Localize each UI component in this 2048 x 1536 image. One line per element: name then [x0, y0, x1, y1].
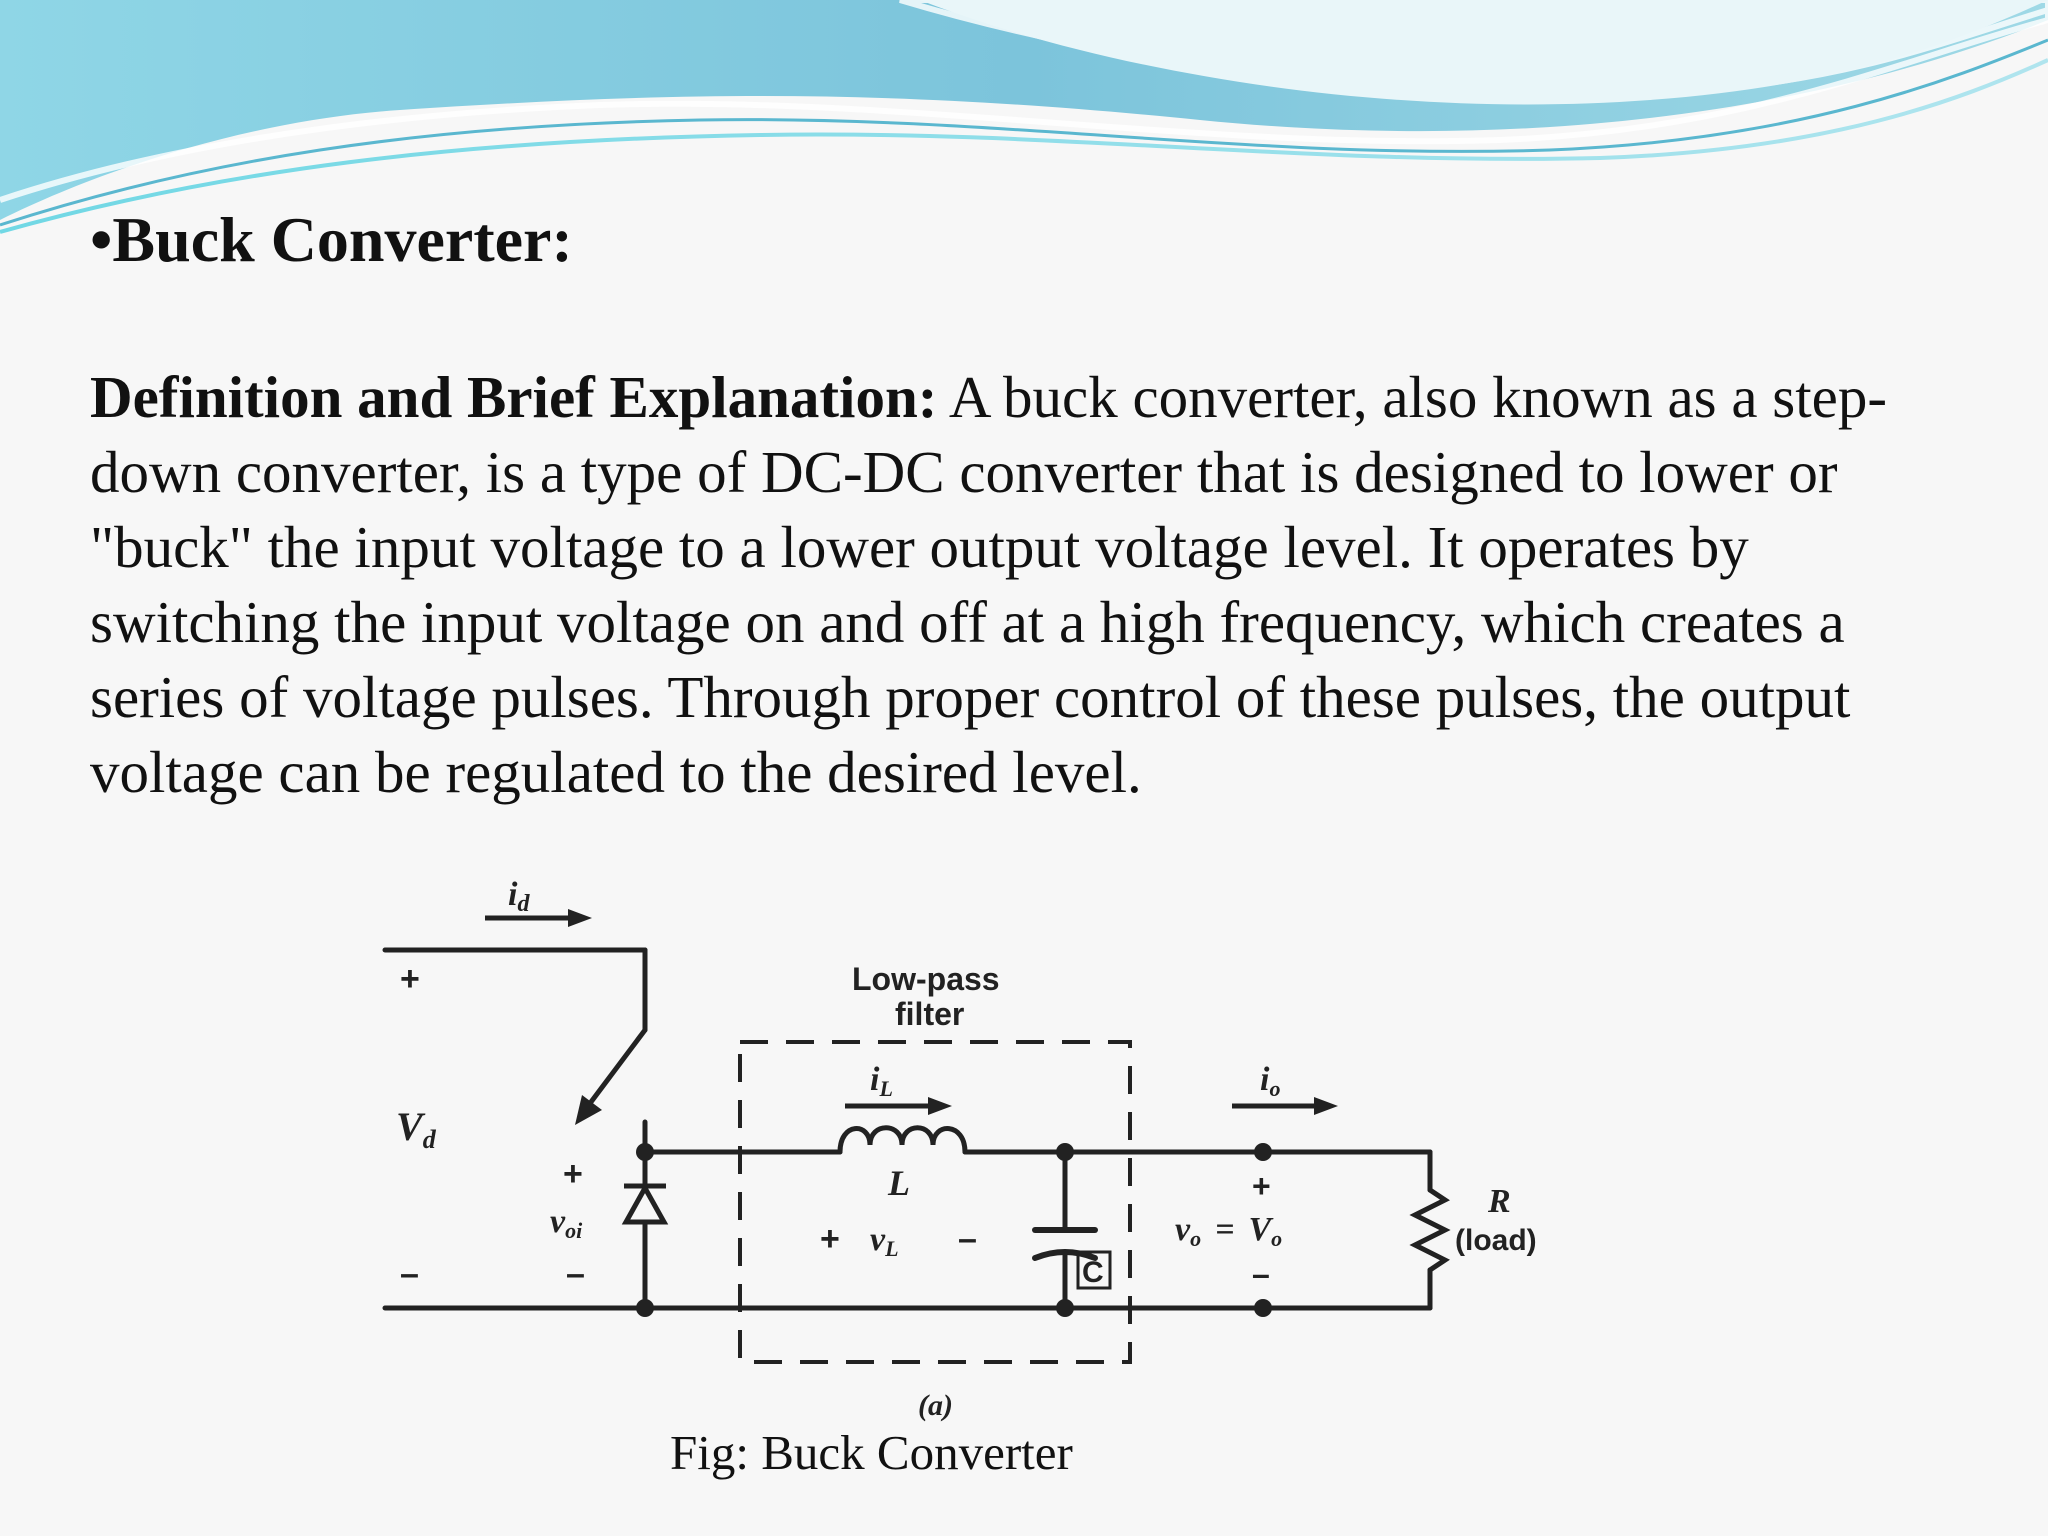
output-voltage-minus: –	[1252, 1256, 1270, 1292]
slide-title: •Buck Converter:	[90, 204, 573, 275]
diode	[621, 1182, 669, 1225]
buck-converter-circuit-diagram: id + Vd – + voi – Low-pass filter iL L +…	[382, 876, 1537, 1422]
capacitor-plate-bottom	[1032, 1249, 1098, 1261]
current-arrows	[485, 915, 1322, 1109]
output-current-arrow-head	[1314, 1097, 1338, 1115]
filter-label-line1: Low-pass	[852, 961, 1000, 997]
switch-blade	[582, 1027, 648, 1113]
switch-voltage-label: voi	[550, 1203, 583, 1243]
header-wave-decoration	[0, 0, 2048, 234]
inductor-current-label: iL	[870, 1061, 893, 1101]
inductor-coil	[837, 1125, 968, 1155]
input-current-arrow-head	[568, 909, 592, 927]
output-voltage-label: vo=Vo	[1175, 1211, 1282, 1251]
inductor-current-arrow-head	[928, 1097, 952, 1115]
switch-voltage-minus: –	[566, 1255, 585, 1293]
diagram-sublabel: (a)	[918, 1389, 953, 1422]
switch-arrow-head	[575, 1095, 602, 1125]
definition-paragraph: Definition and Brief Explanation: A buck…	[90, 360, 1990, 810]
output-current-label: io	[1260, 1061, 1280, 1101]
inductor-label: L	[887, 1163, 910, 1203]
input-plus-sign: +	[400, 960, 420, 998]
capacitor-label-box	[1076, 1250, 1112, 1290]
load-name-label: R	[1487, 1183, 1511, 1220]
definition-text: A buck converter, also known as a step-d…	[90, 364, 1887, 805]
low-pass-filter-box	[738, 1040, 1132, 1364]
output-voltage-plus: +	[1252, 1168, 1271, 1204]
inductor-voltage-label: vL	[870, 1221, 899, 1261]
input-minus-sign: –	[400, 1255, 419, 1293]
inductor-voltage-plus: +	[820, 1220, 840, 1258]
figure-caption: Fig: Buck Converter	[670, 1425, 1073, 1480]
switch-voltage-plus: +	[563, 1155, 583, 1193]
inductor-voltage-minus: –	[958, 1220, 977, 1258]
load-resistor	[1409, 1187, 1451, 1273]
input-current-label: id	[508, 876, 530, 917]
input-voltage-label: Vd	[396, 1104, 437, 1154]
filter-label-line2: filter	[895, 996, 964, 1032]
junction-dots	[636, 1143, 1272, 1317]
capacitor-label: C	[1082, 1256, 1104, 1289]
definition-label: Definition and Brief Explanation:	[90, 364, 938, 430]
load-label: (load)	[1455, 1224, 1537, 1257]
